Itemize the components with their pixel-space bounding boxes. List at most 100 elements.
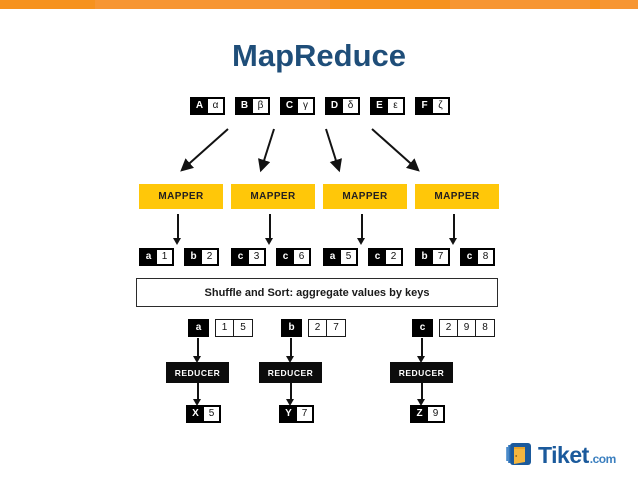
mapper-output-chip-2: c 3 xyxy=(231,248,266,266)
aggregated-key: c xyxy=(412,319,433,337)
input-chip-value: δ xyxy=(343,99,358,113)
shuffle-and-sort-box: Shuffle and Sort: aggregate values by ke… xyxy=(136,278,498,307)
mapper-output-chip-3: c 6 xyxy=(276,248,311,266)
reducer-in-arrow-head-0 xyxy=(193,356,201,363)
aggregated-values: 1 5 xyxy=(215,319,253,337)
input-chip-value: α xyxy=(208,99,223,113)
final-key: Y xyxy=(281,407,296,421)
reducer-out-arrow-line-0 xyxy=(197,383,199,401)
logo-wordmark: Tiket.com xyxy=(538,441,617,468)
aggregated-value: 8 xyxy=(482,322,488,333)
final-key: Z xyxy=(412,407,427,421)
logo-brand: Tiket xyxy=(538,441,589,468)
input-chip-key: C xyxy=(282,99,297,113)
mapper-out-arrow-line-0 xyxy=(177,214,179,240)
kv-key: b xyxy=(417,250,432,264)
input-chip-2: C γ xyxy=(280,97,315,115)
mapper-output-chip-4: a 5 xyxy=(323,248,358,266)
input-chip-key: E xyxy=(372,99,387,113)
aggregated-group-b: b 2 7 xyxy=(281,319,346,337)
input-chip-4: E ε xyxy=(370,97,405,115)
input-chip-value: ζ xyxy=(433,99,448,113)
mapper-out-arrow-line-1 xyxy=(269,214,271,240)
mapper-out-arrow-head-0 xyxy=(173,238,181,245)
mapper-out-arrow-line-2 xyxy=(361,214,363,240)
input-chip-0: A α xyxy=(190,97,225,115)
reducer-in-arrow-head-1 xyxy=(286,356,294,363)
final-output-chip-0: X 5 xyxy=(186,405,221,423)
aggregated-key: b xyxy=(281,319,302,337)
mapper-output-chip-5: c 2 xyxy=(368,248,403,266)
kv-key: c xyxy=(278,250,293,264)
kv-value: 5 xyxy=(341,250,356,264)
aggregated-key: a xyxy=(188,319,209,337)
mapper-out-arrow-head-3 xyxy=(449,238,457,245)
final-output-chip-1: Y 7 xyxy=(279,405,314,423)
reducer-box-2[interactable]: REDUCER xyxy=(390,362,453,383)
aggregated-values: 2 9 8 xyxy=(439,319,495,337)
final-key: X xyxy=(188,407,203,421)
split-to-mapper-arrows xyxy=(180,128,420,173)
mapper-out-arrow-head-1 xyxy=(265,238,273,245)
reducer-out-arrow-head-2 xyxy=(417,399,425,406)
reducer-in-arrow-head-2 xyxy=(417,356,425,363)
final-value: 5 xyxy=(204,407,219,421)
logo-suffix: .com xyxy=(589,451,617,466)
input-chip-key: D xyxy=(327,99,342,113)
mapper-box-3[interactable]: MAPPER xyxy=(415,184,499,209)
page-title: MapReduce xyxy=(232,38,406,73)
aggregated-value: 2 xyxy=(440,320,458,336)
mapper-box-2[interactable]: MAPPER xyxy=(323,184,407,209)
mapper-out-arrow-head-2 xyxy=(357,238,365,245)
kv-key: c xyxy=(370,250,385,264)
input-chip-key: B xyxy=(237,99,252,113)
reducer-in-arrow-line-2 xyxy=(421,338,423,358)
input-chip-1: B β xyxy=(235,97,270,115)
kv-value: 7 xyxy=(433,250,448,264)
input-chip-value: ε xyxy=(388,99,403,113)
kv-key: a xyxy=(325,250,340,264)
kv-key: c xyxy=(233,250,248,264)
reducer-out-arrow-head-1 xyxy=(286,399,294,406)
kv-key: b xyxy=(186,250,201,264)
input-chip-5: F ζ xyxy=(415,97,450,115)
tiket-com-logo[interactable]: Tiket.com xyxy=(505,438,631,472)
aggregated-value: 5 xyxy=(240,322,246,333)
mapper-box-0[interactable]: MAPPER xyxy=(139,184,223,209)
kv-value: 3 xyxy=(249,250,264,264)
mapper-output-chip-6: b 7 xyxy=(415,248,450,266)
mapper-output-chip-0: a 1 xyxy=(139,248,174,266)
mapper-output-chip-7: c 8 xyxy=(460,248,495,266)
reducer-out-arrow-line-1 xyxy=(290,383,292,401)
reducer-box-1[interactable]: REDUCER xyxy=(259,362,322,383)
reducer-out-arrow-head-0 xyxy=(193,399,201,406)
input-chip-key: F xyxy=(417,99,432,113)
reducer-in-arrow-line-0 xyxy=(197,338,199,358)
kv-value: 2 xyxy=(386,250,401,264)
final-value: 9 xyxy=(428,407,443,421)
kv-value: 1 xyxy=(157,250,172,264)
kv-key: c xyxy=(462,250,477,264)
aggregated-value: 7 xyxy=(333,322,339,333)
input-chip-3: D δ xyxy=(325,97,360,115)
reducer-out-arrow-line-2 xyxy=(421,383,423,401)
final-value: 7 xyxy=(297,407,312,421)
input-chip-key: A xyxy=(192,99,207,113)
reducer-in-arrow-line-1 xyxy=(290,338,292,358)
mapper-output-chip-1: b 2 xyxy=(184,248,219,266)
aggregated-group-a: a 1 5 xyxy=(188,319,253,337)
final-output-chip-2: Z 9 xyxy=(410,405,445,423)
tiket-door-icon xyxy=(505,441,533,469)
kv-value: 2 xyxy=(202,250,217,264)
kv-key: a xyxy=(141,250,156,264)
aggregated-values: 2 7 xyxy=(308,319,346,337)
aggregated-value: 2 xyxy=(309,320,327,336)
aggregated-group-c: c 2 9 8 xyxy=(412,319,495,337)
kv-value: 6 xyxy=(294,250,309,264)
top-accent-bar xyxy=(0,0,638,9)
kv-value: 8 xyxy=(478,250,493,264)
mapper-out-arrow-line-3 xyxy=(453,214,455,240)
mapper-box-1[interactable]: MAPPER xyxy=(231,184,315,209)
reducer-box-0[interactable]: REDUCER xyxy=(166,362,229,383)
